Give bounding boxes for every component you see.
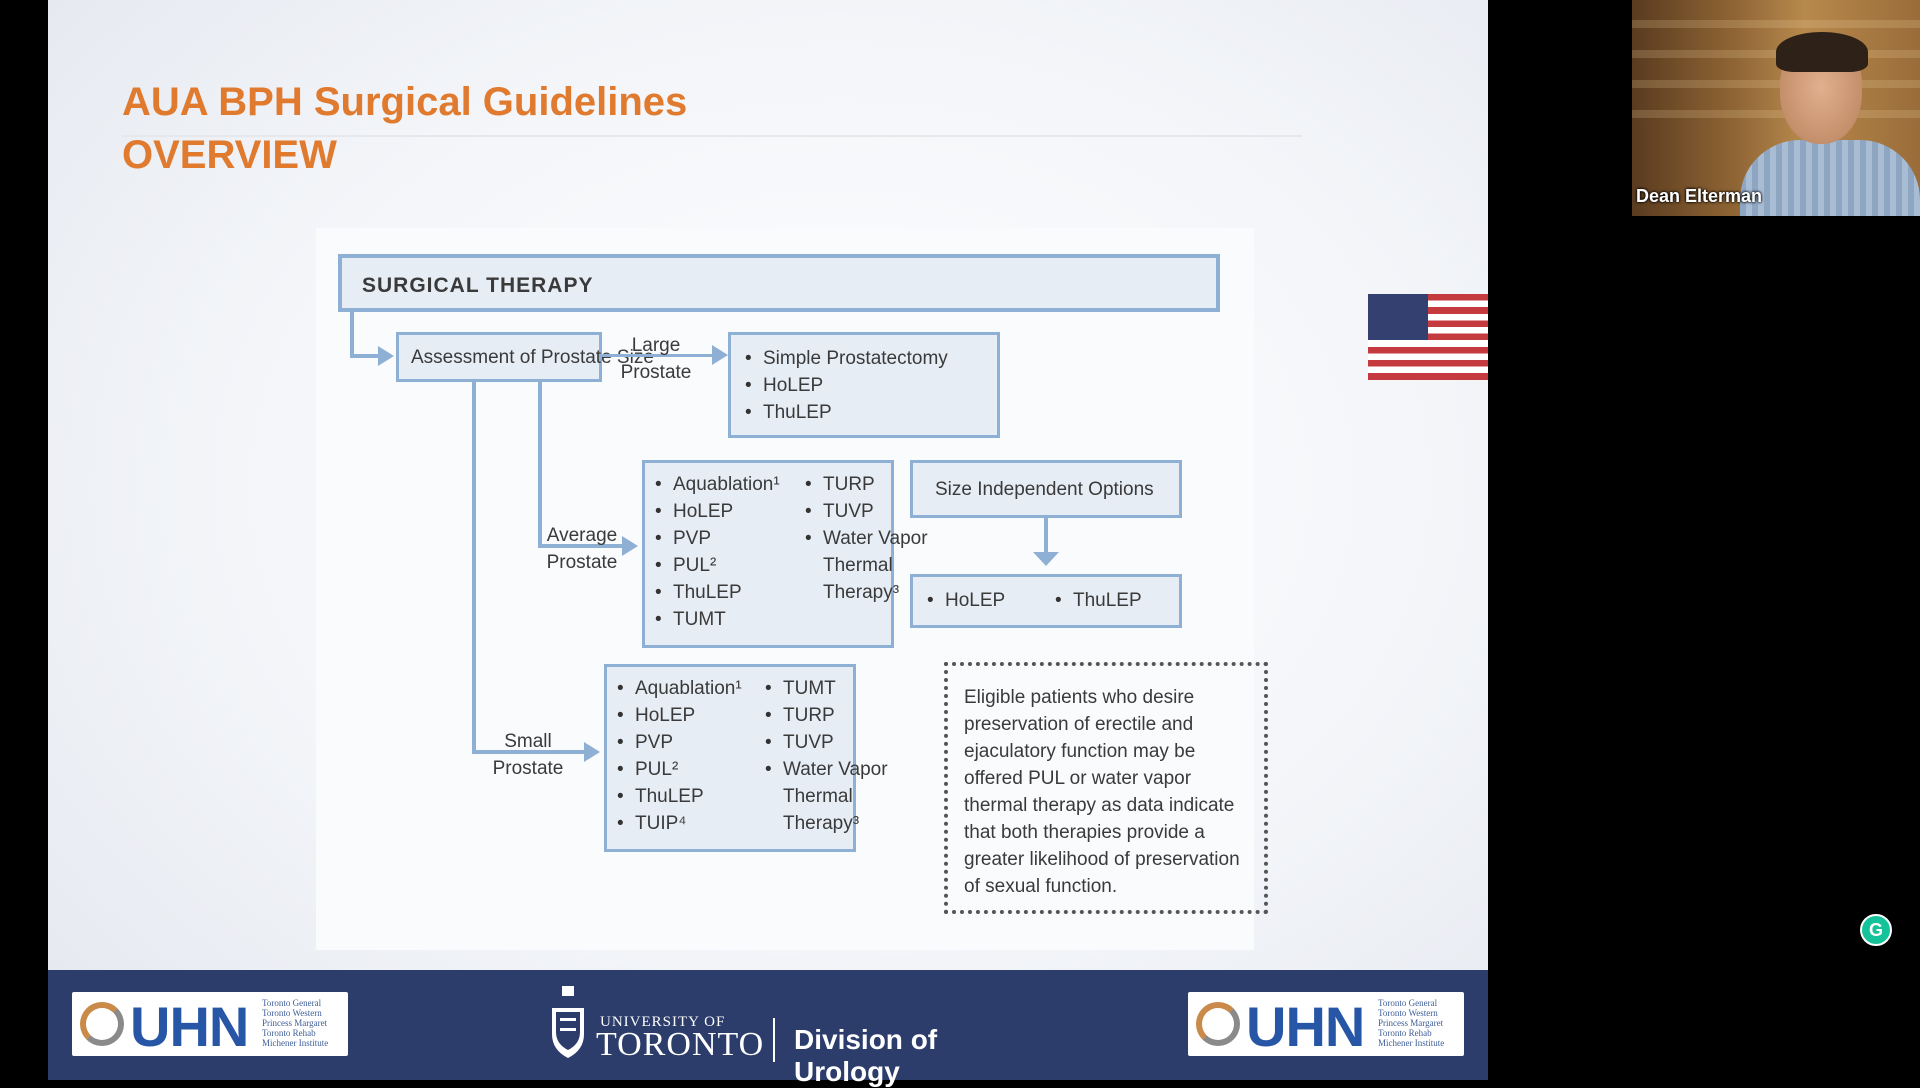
uhn-sites-text: Toronto General Toronto Western Princess… xyxy=(1378,998,1445,1048)
toronto-text: TORONTO xyxy=(596,1026,765,1063)
connector xyxy=(538,544,624,548)
small-options-box: Aquablation¹ HoLEP PVP PUL² ThuLEP TUIP⁴… xyxy=(604,664,888,852)
list-item: Aquablation¹ xyxy=(617,675,742,702)
assessment-box: Assessment of Prostate Size xyxy=(396,332,654,382)
list-item: TURP xyxy=(765,702,888,729)
eligibility-note: Eligible patients who desire preservatio… xyxy=(944,662,1268,914)
list-item: ThuLEP xyxy=(617,783,742,810)
uoft-crest-icon xyxy=(552,986,584,1058)
grammarly-icon[interactable]: G xyxy=(1860,914,1892,946)
list-item: TURP xyxy=(805,471,928,498)
size-independent-option-1: HoLEP xyxy=(927,587,1005,614)
connector xyxy=(602,354,714,357)
list-item: TUVP xyxy=(805,498,928,525)
size-independent-box: Size Independent Options xyxy=(910,460,1182,518)
uhn-logo-left: UHN Toronto General Toronto Western Prin… xyxy=(72,992,348,1056)
small-options-col1: Aquablation¹ HoLEP PVP PUL² ThuLEP TUIP⁴ xyxy=(617,675,742,837)
arrow-right-icon xyxy=(712,345,728,365)
uhn-logo-text: UHN xyxy=(130,995,249,1056)
uhn-logo-right: UHN Toronto General Toronto Western Prin… xyxy=(1188,992,1464,1056)
list-item: HoLEP xyxy=(927,587,1005,614)
list-item: Simple Prostatectomy xyxy=(745,345,948,372)
division-of-urology: Division of Urology xyxy=(794,1024,938,1087)
connector xyxy=(472,750,586,754)
surgical-therapy-header: SURGICAL THERAPY xyxy=(338,254,1220,312)
small-options-col2: TUMT TURP TUVP Water Vapor Thermal Thera… xyxy=(765,675,888,837)
participant-hair xyxy=(1776,32,1868,72)
slide-title: AUA BPH Surgical Guidelines xyxy=(122,80,688,124)
list-item: HoLEP xyxy=(745,372,948,399)
participant-video-tile[interactable]: Dean Elterman xyxy=(1632,0,1920,216)
title-divider xyxy=(122,135,1302,137)
university-of-toronto-logo: UNIVERSITY OF TORONTO Division of Urolog… xyxy=(548,980,1038,1087)
slide-footer: UHN Toronto General Toronto Western Prin… xyxy=(48,970,1488,1087)
large-options-list: Simple Prostatectomy HoLEP ThuLEP xyxy=(745,345,948,426)
background-blind xyxy=(1632,20,1920,28)
small-prostate-label: Small Prostate xyxy=(492,731,564,779)
assessment-label: Assessment of Prostate Size xyxy=(411,347,654,368)
list-item: HoLEP xyxy=(617,702,742,729)
list-item: PUL² xyxy=(617,756,742,783)
surgical-therapy-title: SURGICAL THERAPY xyxy=(362,274,594,297)
arrow-right-icon xyxy=(584,742,600,762)
connector xyxy=(472,382,476,752)
arrow-down-icon xyxy=(1033,552,1059,566)
list-item: Water Vapor Thermal Therapy³ xyxy=(805,525,928,606)
size-independent-option-2: ThuLEP xyxy=(1055,587,1142,614)
average-prostate-label: Average Prostate xyxy=(546,525,618,573)
uhn-swirl-icon xyxy=(80,1002,124,1046)
uhn-logo-text: UHN xyxy=(1246,995,1365,1056)
participant-name: Dean Elterman xyxy=(1636,186,1763,206)
logo-separator xyxy=(773,1018,775,1062)
list-item: PVP xyxy=(655,525,780,552)
connector xyxy=(350,354,380,358)
connector xyxy=(1044,518,1048,556)
arrow-right-icon xyxy=(378,346,394,366)
connector xyxy=(350,312,354,358)
slide-subtitle: OVERVIEW xyxy=(122,133,337,177)
list-item: PUL² xyxy=(655,552,780,579)
list-item: ThuLEP xyxy=(655,579,780,606)
presentation-slide: AUA BPH Surgical Guidelines OVERVIEW SUR… xyxy=(48,0,1488,1080)
average-options-box: Aquablation¹ HoLEP PVP PUL² ThuLEP TUMT … xyxy=(642,460,928,648)
size-independent-label: Size Independent Options xyxy=(935,479,1154,500)
list-item: ThuLEP xyxy=(1055,587,1142,614)
background-blind xyxy=(1632,110,1920,118)
background-blind xyxy=(1632,80,1920,88)
list-item: TUMT xyxy=(655,606,780,633)
university-of-text: UNIVERSITY OF xyxy=(600,1014,726,1030)
list-item: ThuLEP xyxy=(745,399,948,426)
list-item: Water Vapor Thermal Therapy³ xyxy=(765,756,888,837)
size-independent-options-box: HoLEP ThuLEP xyxy=(910,574,1182,628)
uhn-sites-text: Toronto General Toronto Western Princess… xyxy=(262,998,329,1048)
flowchart-panel: SURGICAL THERAPY Assessment of Prostate … xyxy=(316,228,1254,950)
list-item: Aquablation¹ xyxy=(655,471,780,498)
flag-canton xyxy=(1368,294,1428,340)
us-flag-icon xyxy=(1368,294,1488,380)
list-item: TUMT xyxy=(765,675,888,702)
average-options-col2: TURP TUVP Water Vapor Thermal Therapy³ xyxy=(805,471,928,606)
list-item: HoLEP xyxy=(655,498,780,525)
list-item: TUIP⁴ xyxy=(617,810,742,837)
large-prostate-label: Large Prostate xyxy=(620,335,692,383)
large-options-box: Simple Prostatectomy HoLEP ThuLEP xyxy=(728,332,1000,438)
average-options-col1: Aquablation¹ HoLEP PVP PUL² ThuLEP TUMT xyxy=(655,471,780,633)
connector xyxy=(538,382,542,547)
uhn-swirl-icon xyxy=(1196,1002,1240,1046)
list-item: TUVP xyxy=(765,729,888,756)
arrow-right-icon xyxy=(622,536,638,556)
participant-body xyxy=(1740,140,1920,216)
list-item: PVP xyxy=(617,729,742,756)
